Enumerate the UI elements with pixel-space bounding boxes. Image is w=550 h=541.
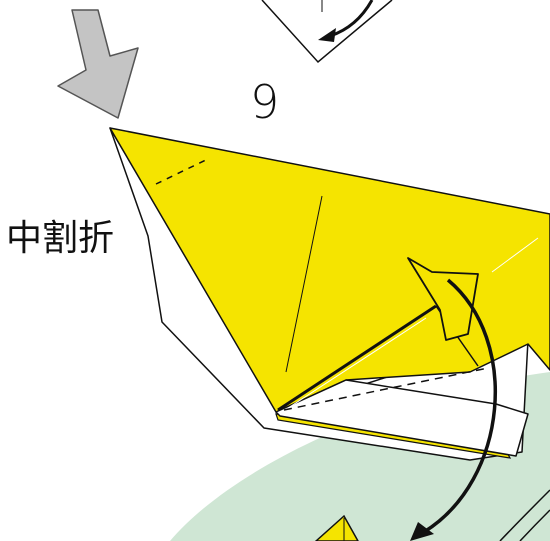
head-flap <box>407 257 479 341</box>
previous-step-figure <box>261 0 393 64</box>
origami-model <box>109 127 550 461</box>
fold-label: 中割折 <box>6 218 114 259</box>
fold-arrow-icon <box>410 278 497 541</box>
step-number: 9 <box>250 75 279 129</box>
next-step-yellow-tip <box>314 514 359 541</box>
next-step-outline <box>499 489 550 541</box>
push-arrow-icon <box>57 9 139 119</box>
